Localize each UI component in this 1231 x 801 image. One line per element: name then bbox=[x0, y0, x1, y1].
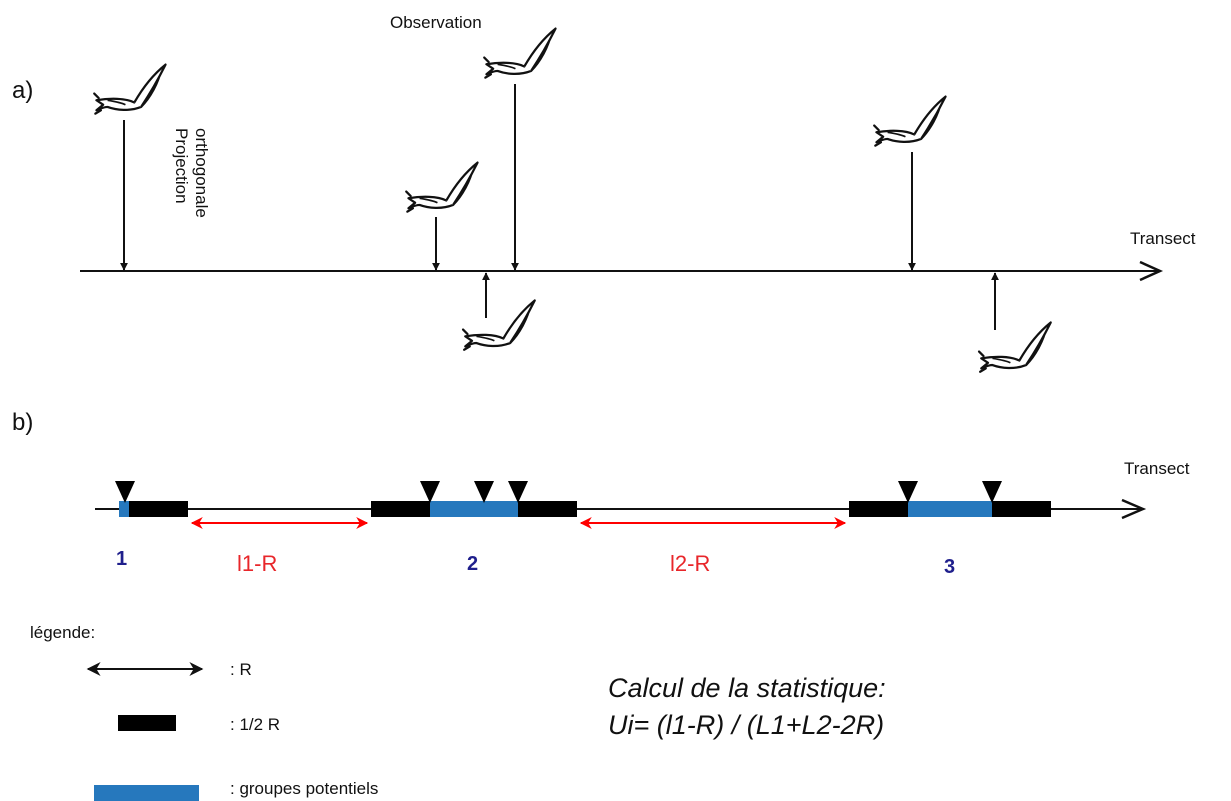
legend-half-r-swatch bbox=[118, 715, 176, 731]
half-r-bar bbox=[518, 501, 577, 517]
observation-marker bbox=[982, 481, 1002, 503]
observation-marker bbox=[420, 481, 440, 503]
formula-expression: Ui= (l1-R) / (L1+L2-2R) bbox=[608, 710, 884, 740]
observation-marker bbox=[474, 481, 494, 503]
observation-marker bbox=[115, 481, 135, 503]
transect-axis-b-arrowhead bbox=[1121, 498, 1147, 520]
half-r-bar bbox=[992, 501, 1051, 517]
bird-icon bbox=[93, 63, 167, 115]
half-r-bar bbox=[849, 501, 908, 517]
projection-label-line2: orthogonale bbox=[192, 128, 211, 218]
legend-title: légende: bbox=[30, 623, 95, 642]
legend-r-label: : R bbox=[230, 660, 252, 679]
legend-half-r-label: : 1/2 R bbox=[230, 715, 280, 734]
potential-group-bar bbox=[119, 501, 129, 517]
observation-marker bbox=[508, 481, 528, 503]
legend-group-label: : groupes potentiels bbox=[230, 779, 378, 798]
half-r-bar bbox=[129, 501, 188, 517]
projection-label-line1: Projection bbox=[172, 128, 191, 204]
group-number-2: 2 bbox=[467, 553, 478, 575]
bird-icon bbox=[461, 299, 536, 351]
panel-b-label: b) bbox=[12, 409, 33, 436]
observation-marker bbox=[898, 481, 918, 503]
bird-icon bbox=[873, 95, 947, 147]
group-number-3: 3 bbox=[944, 556, 955, 578]
half-r-bar bbox=[371, 501, 430, 517]
projection-label: Projection orthogonale bbox=[172, 128, 211, 218]
bird-icon bbox=[405, 161, 479, 213]
formula-title: Calcul de la statistique: bbox=[608, 673, 886, 703]
group-number-1: 1 bbox=[116, 548, 127, 570]
bird-icon bbox=[483, 27, 557, 79]
transect-axis-a-label: Transect bbox=[1130, 229, 1196, 248]
potential-group-bar bbox=[430, 501, 518, 517]
legend-group-swatch bbox=[94, 785, 199, 801]
gap-label-2: l2-R bbox=[670, 551, 710, 576]
bird-icon bbox=[977, 321, 1052, 373]
potential-group-bar bbox=[908, 501, 992, 517]
panel-a-label: a) bbox=[12, 77, 33, 104]
transect-axis-b-label: Transect bbox=[1124, 459, 1190, 478]
gap-label-1: l1-R bbox=[237, 551, 277, 576]
observation-label: Observation bbox=[390, 13, 482, 32]
transect-axis-a-arrowhead bbox=[1139, 260, 1164, 282]
